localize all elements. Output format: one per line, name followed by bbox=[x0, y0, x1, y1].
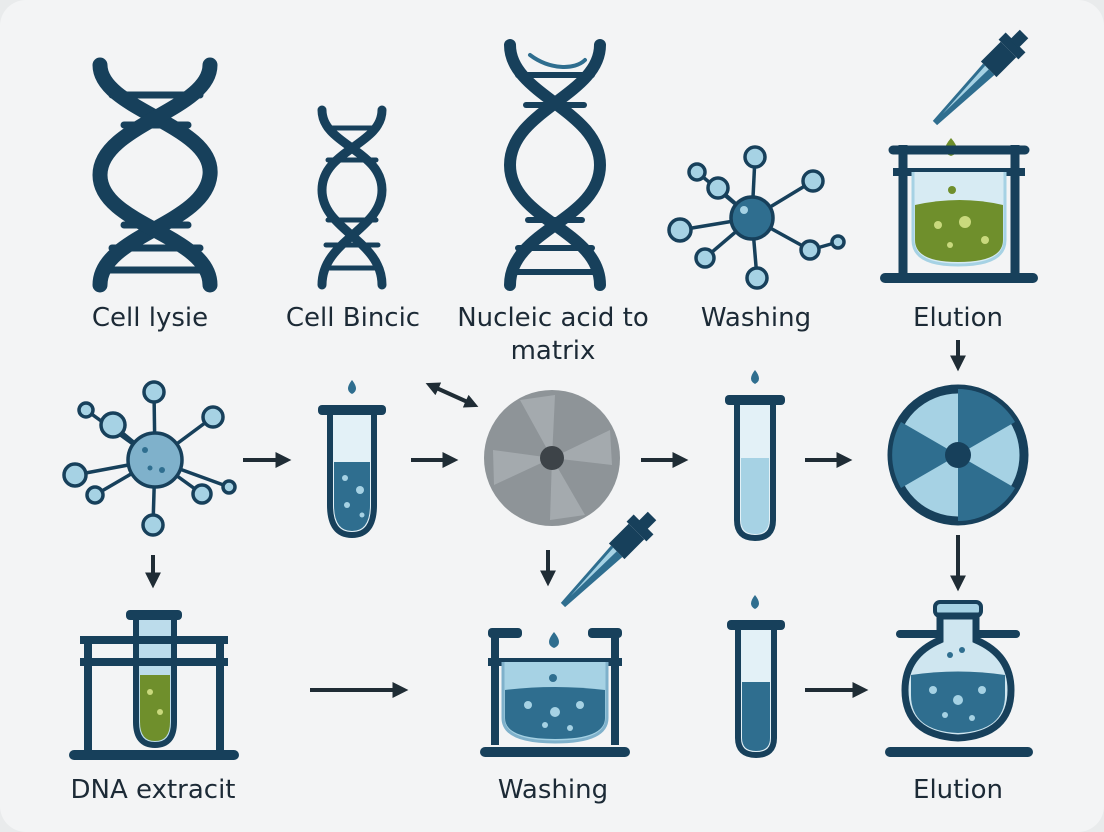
step-label-cell-binding: Cell Bincic bbox=[285, 303, 421, 333]
step-label-cell-lysis: Cell lysie bbox=[91, 303, 209, 333]
bottom-label-elution: Elution bbox=[913, 775, 1003, 805]
bottom-label-dna-extraction: DNA extracit bbox=[70, 775, 236, 805]
step-label-nucleic-acid-to-matrix: Nucleic acid to matrix bbox=[457, 303, 649, 366]
beaker-stand-icon bbox=[880, 138, 1038, 283]
pipette-icon bbox=[560, 511, 657, 608]
flask-icon bbox=[885, 600, 1033, 757]
pipette-icon bbox=[932, 29, 1029, 126]
test-tube-icon bbox=[727, 595, 785, 759]
test-tube-icon bbox=[725, 370, 785, 542]
beaker-stand-icon bbox=[480, 628, 630, 757]
step-label-washing: Washing bbox=[700, 303, 812, 333]
test-tube-icon bbox=[318, 380, 386, 539]
centrifuge-rotor-icon bbox=[484, 390, 620, 526]
centrifuge-rotor-icon bbox=[887, 384, 1029, 526]
bottom-label-washing: Washing bbox=[497, 775, 609, 805]
arrow-icon bbox=[425, 382, 479, 408]
dna-helix-icon bbox=[503, 39, 607, 291]
dna-helix-icon bbox=[92, 57, 218, 293]
step-label-elution: Elution bbox=[913, 303, 1003, 333]
molecule-icon bbox=[62, 380, 237, 537]
molecule-icon bbox=[667, 145, 846, 290]
beaker-stand-icon bbox=[69, 610, 239, 760]
dna-helix-icon bbox=[317, 105, 387, 290]
